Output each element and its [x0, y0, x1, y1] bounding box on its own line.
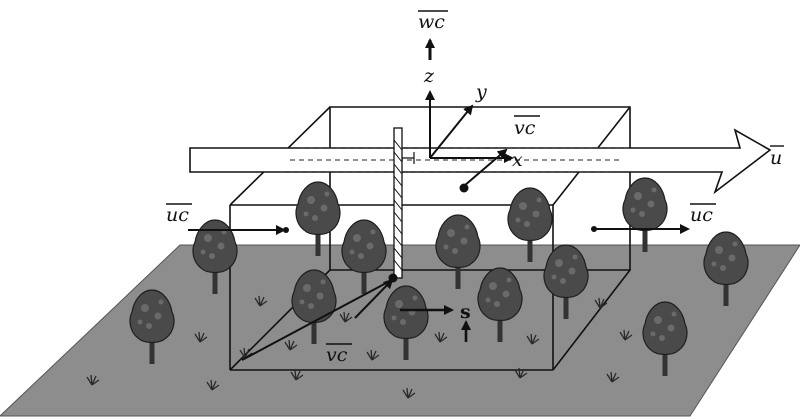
advection-in-arrow [188, 225, 289, 235]
label-vertical-flux: wc [418, 10, 448, 33]
label-y-axis: y [475, 81, 487, 103]
svg-text:vc: vc [514, 117, 536, 139]
label-lateral-flux-top: vc [514, 115, 540, 139]
label-source: s [460, 301, 471, 323]
advection-out-arrow [591, 224, 690, 234]
source-arrows [400, 305, 471, 342]
label-lateral-flux-bottom: vc [326, 343, 352, 366]
svg-text:wc: wc [418, 11, 445, 33]
svg-text:u: u [770, 147, 782, 169]
label-z-axis: z [423, 65, 435, 87]
mean-wind-arrow [189, 128, 772, 195]
svg-text:uc: uc [690, 204, 713, 226]
label-x-axis: x [512, 149, 523, 171]
lateral-flux-bottom-arrow [241, 273, 398, 361]
label-advection-in: uc [166, 203, 192, 226]
lateral-flux-top-arrow [459, 148, 508, 193]
svg-text:uc: uc [166, 204, 189, 226]
label-advection-out: uc [690, 203, 716, 226]
label-mean-wind: u [770, 145, 784, 169]
tower-icon [393, 127, 415, 279]
svg-text:vc: vc [326, 344, 348, 366]
